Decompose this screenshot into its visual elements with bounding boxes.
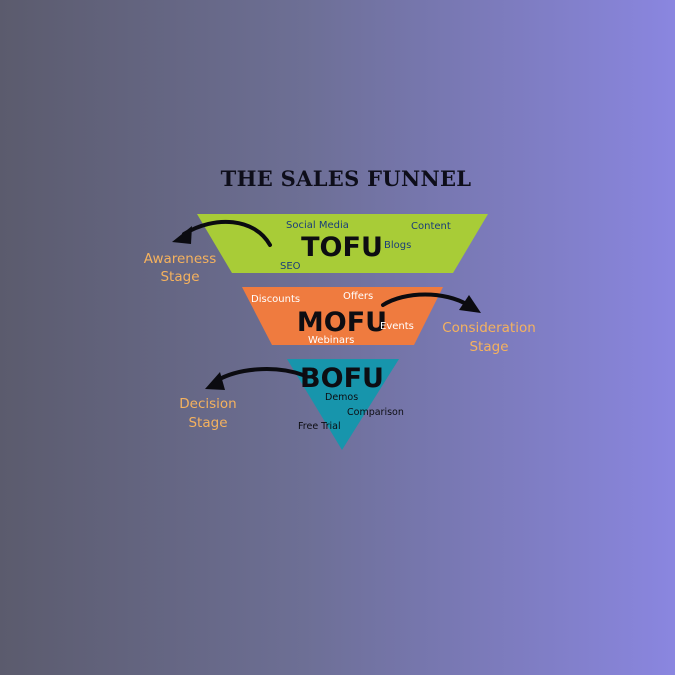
decision-stage-line-2: Stage [188,415,227,431]
bofu-keyword-demos: Demos [325,392,358,403]
decision-arrow-head [205,372,225,390]
consideration-arrow-shaft [381,292,470,307]
awareness-stage-label: Awareness Stage [144,251,217,285]
mofu-keyword-discounts: Discounts [251,294,300,305]
decision-stage-line-1: Decision [179,396,236,412]
arrow-awareness [172,219,272,247]
tofu-code: TOFU [301,232,383,263]
arrow-decision [205,367,305,390]
bofu-code: BOFU [300,363,384,394]
mofu-keyword-offers: Offers [343,291,373,302]
tofu-keyword-seo: SEO [280,261,301,272]
bofu-keyword-free-trial: Free Trial [298,421,341,432]
tier-tofu: TOFU Social Media Content Blogs SEO [197,214,488,273]
tofu-keyword-social-media: Social Media [286,220,349,231]
awareness-stage-line-2: Stage [160,269,199,285]
awareness-arrow-shaft [182,219,272,247]
awareness-stage-line-1: Awareness [144,251,217,267]
tofu-band [197,214,488,273]
consideration-stage-line-1: Consideration [442,320,536,336]
consideration-arrow-head [459,295,481,313]
tier-bofu: BOFU Demos Comparison Free Trial [287,359,404,450]
tofu-keyword-content: Content [411,221,451,232]
decision-arrow-shaft [214,367,305,383]
decision-stage-label: Decision Stage [179,396,236,431]
awareness-arrow-head [172,226,192,244]
tofu-keyword-blogs: Blogs [384,240,411,251]
mofu-keyword-events: Events [380,321,414,332]
consideration-stage-label: Consideration Stage [442,320,536,355]
mofu-code: MOFU [297,307,387,338]
bofu-keyword-comparison: Comparison [347,407,404,418]
bofu-band [287,359,399,450]
consideration-stage-line-2: Stage [469,339,508,355]
page-title: THE SALES FUNNEL [221,166,472,191]
mofu-keyword-webinars: Webinars [308,335,354,346]
arrow-consideration [381,292,481,313]
